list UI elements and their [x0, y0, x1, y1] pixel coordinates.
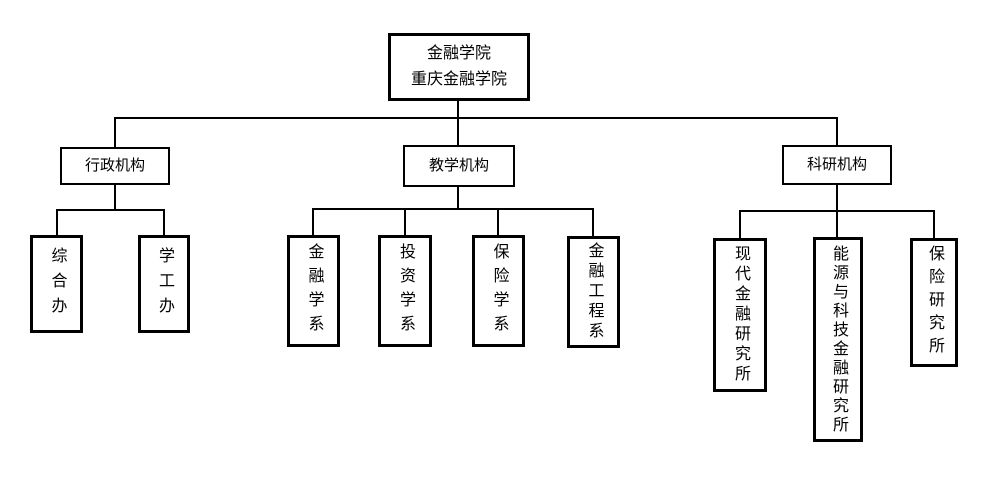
node-insurance-dept-label: 保险学系 [490, 243, 508, 339]
connector-research-child-1 [836, 210, 838, 237]
connector-admin-child-0 [56, 209, 58, 235]
connector-admin-child-1 [163, 209, 165, 235]
node-branch-research-label: 科研机构 [806, 156, 867, 173]
node-general-office: 综合办 [30, 235, 83, 333]
connector-drop-teaching [457, 117, 459, 145]
node-financial-engineering-dept: 金融工程系 [567, 236, 620, 348]
node-insurance-dept: 保险学系 [472, 235, 525, 347]
node-finance-dept-label: 金融学系 [305, 243, 323, 339]
node-modern-finance-institute: 现代金融研究所 [713, 238, 767, 392]
connector-teaching-child-1 [404, 208, 406, 235]
node-insurance-institute: 保险研究所 [910, 238, 958, 367]
connector-drop-research [836, 117, 838, 145]
node-energy-tech-finance-institute: 能源与科技金融研究所 [813, 237, 863, 442]
node-financial-engineering-dept-label: 金融工程系 [585, 242, 603, 342]
node-branch-admin-label: 行政机构 [84, 157, 145, 174]
node-root: 金融学院 重庆金融学院 [388, 33, 530, 101]
connector-root-drop [457, 101, 459, 118]
node-student-affairs-office: 学工办 [138, 235, 190, 333]
node-insurance-institute-label: 保险研究所 [926, 245, 943, 360]
connector-admin-stem [114, 185, 116, 211]
node-investment-dept-label: 投资学系 [397, 243, 414, 339]
connector-teaching-horizontal [312, 208, 594, 210]
node-branch-research: 科研机构 [782, 145, 892, 185]
node-finance-dept: 金融学系 [287, 235, 340, 347]
connector-research-child-2 [933, 210, 935, 238]
node-branch-teaching: 教学机构 [403, 145, 515, 187]
connector-teaching-child-3 [592, 208, 594, 236]
connector-admin-horizontal [56, 209, 165, 211]
node-branch-teaching-label: 教学机构 [428, 157, 489, 174]
node-root-title-line1: 金融学院 [426, 45, 491, 62]
node-general-office-label: 综合办 [48, 246, 66, 322]
node-modern-finance-institute-label: 现代金融研究所 [732, 245, 749, 385]
connector-main-horizontal [114, 117, 838, 119]
node-investment-dept: 投资学系 [378, 235, 432, 347]
node-student-affairs-office-label: 学工办 [156, 246, 173, 322]
connector-teaching-child-0 [312, 208, 314, 235]
connector-research-child-0 [739, 210, 741, 238]
connector-teaching-child-2 [497, 208, 499, 235]
node-energy-tech-finance-institute-label: 能源与科技金融研究所 [830, 244, 847, 435]
connector-drop-admin [114, 117, 116, 147]
node-root-title-line2: 重庆金融学院 [410, 71, 507, 88]
connector-teaching-stem [457, 187, 459, 210]
node-branch-admin: 行政机构 [60, 147, 170, 185]
connector-research-stem [836, 185, 838, 212]
